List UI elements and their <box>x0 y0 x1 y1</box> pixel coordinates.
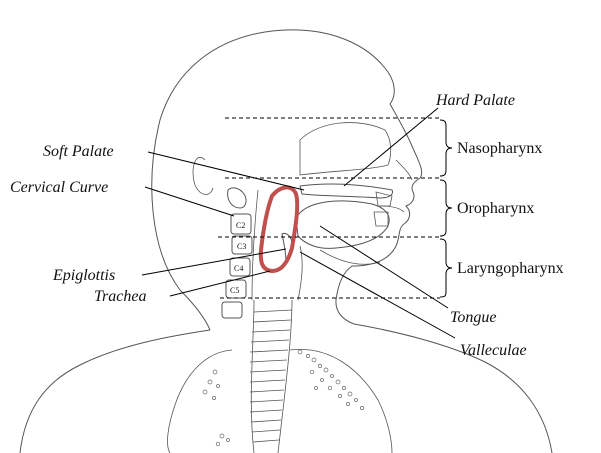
label-oropharynx: Oropharynx <box>457 200 534 217</box>
label-soft-palate: Soft Palate <box>43 143 114 160</box>
label-hard-palate: Hard Palate <box>435 92 515 109</box>
vertebra-c1 <box>228 188 246 208</box>
brace-oropharynx <box>440 180 452 236</box>
leader-cervical-curve <box>145 187 234 216</box>
neck-back <box>180 290 210 330</box>
label-laryngopharynx: Laryngopharynx <box>457 260 564 277</box>
tongue-shape <box>296 201 389 248</box>
label-tongue: Tongue <box>450 309 497 326</box>
label-cervical-curve: Cervical Curve <box>10 179 108 196</box>
bronchial-speckles <box>203 350 364 446</box>
lower-teeth <box>374 212 388 226</box>
nasal-cavity <box>300 123 391 175</box>
label-valleculae: Valleculae <box>460 342 527 359</box>
region-braces <box>440 120 452 297</box>
right-lung <box>290 349 392 453</box>
label-nasopharynx: Nasopharynx <box>457 140 542 157</box>
leader-valleculae <box>300 252 455 338</box>
label-trachea: Trachea <box>94 288 146 305</box>
left-lung <box>168 350 232 453</box>
leader-lines <box>142 108 455 338</box>
pharyngeal-wall <box>252 190 258 300</box>
anatomy-labels: Hard Palate Soft Palate Cervical Curve E… <box>10 92 564 359</box>
vertebra-label-c4: C4 <box>234 264 243 273</box>
brace-laryngopharynx <box>440 239 452 297</box>
left-shoulder <box>20 330 210 453</box>
leader-tongue <box>320 226 448 308</box>
ear-outline <box>193 157 213 194</box>
leader-hard-palate <box>344 108 438 186</box>
vertebra-label-c3: C3 <box>237 242 246 251</box>
nostril-detail <box>396 160 412 180</box>
leader-epiglottis <box>142 249 286 275</box>
trachea-rings <box>250 300 292 453</box>
jaw <box>320 250 380 264</box>
hard-palate-shape <box>300 184 393 198</box>
leader-soft-palate <box>148 152 304 190</box>
vertebra-c6-body <box>222 302 242 318</box>
region-boundaries <box>218 118 440 298</box>
vertebra-label-c5: C5 <box>230 286 239 295</box>
leader-trachea <box>170 271 270 296</box>
pharynx-highlight <box>261 187 297 271</box>
head-outline <box>152 30 422 324</box>
label-epiglottis: Epiglottis <box>52 267 115 284</box>
upper-teeth <box>376 192 392 206</box>
brace-nasopharynx <box>440 120 452 176</box>
larynx-front <box>298 246 302 300</box>
vertebra-label-c2: C2 <box>236 221 245 230</box>
